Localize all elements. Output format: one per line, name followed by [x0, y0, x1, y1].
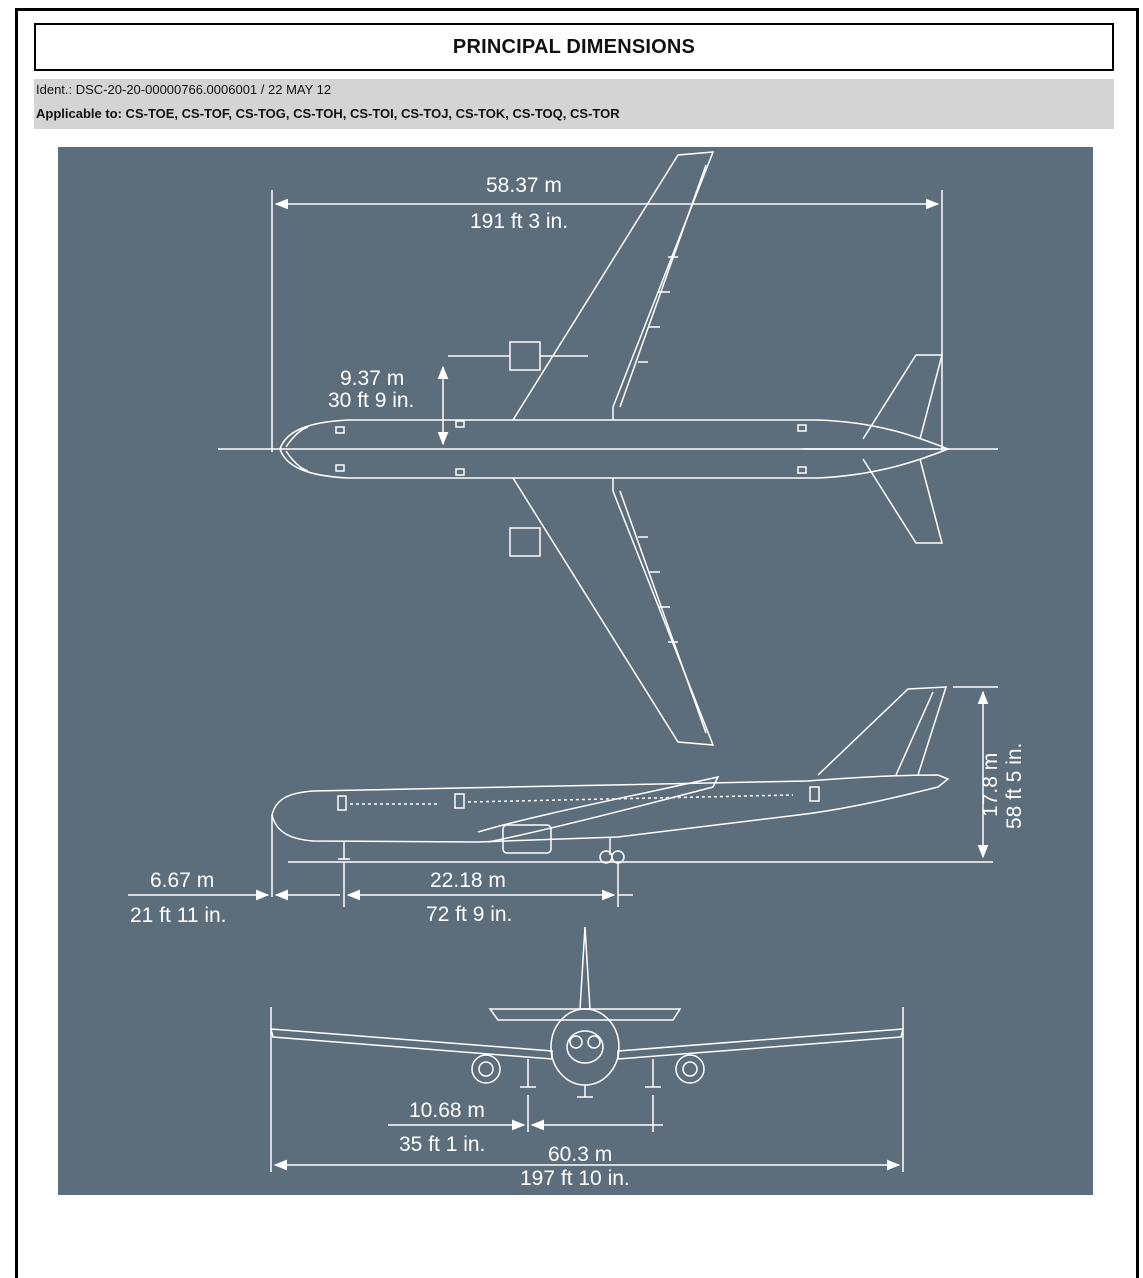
ident-text: Ident.: DSC-20-20-00000766.0006001 / 22 …	[36, 82, 332, 97]
ident-bar: Ident.: DSC-20-20-00000766.0006001 / 22 …	[34, 79, 1114, 129]
engine-ft-label: 30 ft 9 in.	[328, 389, 415, 412]
applicability-text: Applicable to: CS-TOE, CS-TOF, CS-TOG, C…	[36, 106, 620, 121]
wheelbase-m-label: 22.18 m	[430, 869, 506, 892]
track-m-label: 10.68 m	[409, 1099, 485, 1122]
aircraft-dimensions-drawing: 58.37 m 191 ft 3 in. 9.37 m 30 ft 9 in. …	[58, 147, 1093, 1195]
height-ft-label: 58 ft 5 in.	[1003, 742, 1026, 829]
track-ft-label: 35 ft 1 in.	[399, 1133, 486, 1156]
page-frame	[15, 8, 1139, 1278]
length-ft-label: 197 ft 10 in.	[520, 1167, 630, 1190]
nose-gear-ft-label: 21 ft 11 in.	[130, 904, 227, 927]
side-view	[128, 686, 998, 907]
aircraft-views-svg	[128, 151, 998, 1172]
engine-m-label: 9.37 m	[340, 367, 405, 390]
top-view	[218, 151, 998, 746]
span-ft-label: 191 ft 3 in.	[470, 210, 569, 233]
length-m-label: 60.3 m	[548, 1143, 613, 1166]
span-m-label: 58.37 m	[486, 174, 562, 197]
page-title: PRINCIPAL DIMENSIONS	[452, 35, 696, 58]
title-box: PRINCIPAL DIMENSIONS	[34, 23, 1114, 71]
height-m-label: 17.8 m	[979, 752, 1002, 817]
nose-gear-m-label: 6.67 m	[150, 869, 215, 892]
front-view	[270, 926, 904, 1172]
wheelbase-ft-label: 72 ft 9 in.	[426, 903, 513, 926]
